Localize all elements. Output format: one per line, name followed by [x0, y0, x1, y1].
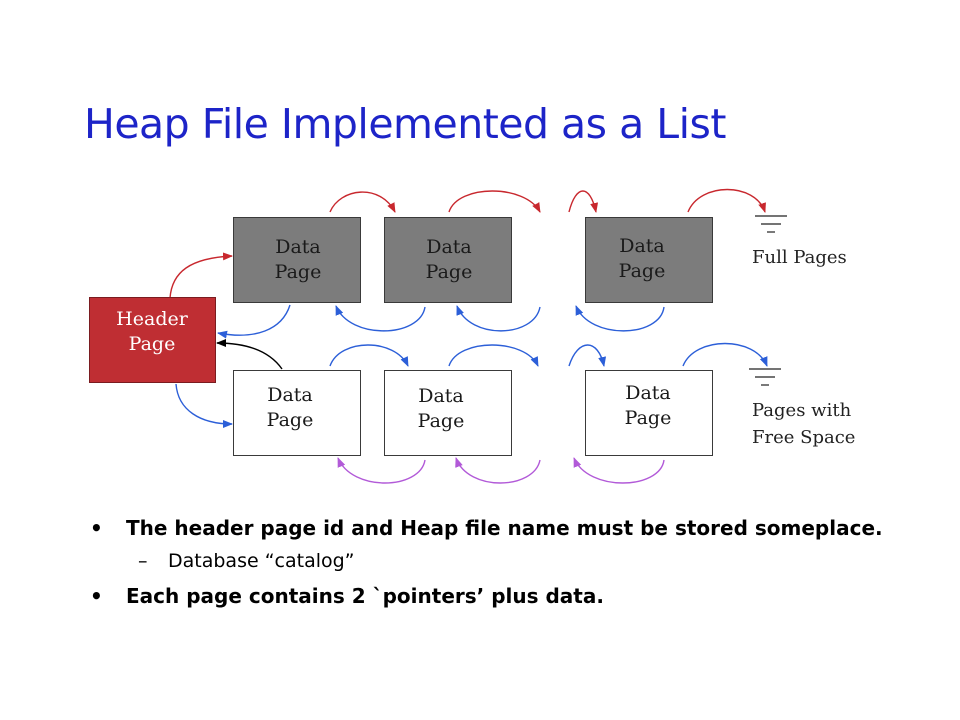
full-pages-terminator	[755, 215, 787, 233]
free-data-page: Data Page	[233, 370, 361, 456]
free-next-arrow	[682, 342, 768, 367]
header-to-free-arrow	[175, 383, 233, 428]
bullet-item: • The header page id and Heap file name …	[86, 516, 906, 541]
bullet-dot: •	[90, 516, 103, 540]
bullet-list: • The header page id and Heap file name …	[86, 516, 906, 609]
free-pages-label-line1: Pages with	[752, 400, 852, 421]
free-data-page: Data Page	[585, 370, 713, 456]
full-prev-arrow	[456, 305, 541, 332]
free-prev-arrow	[455, 457, 541, 484]
sub-bullet-dash: –	[138, 550, 148, 572]
full-prev-arrow	[575, 305, 665, 332]
bullet-text: Each page contains 2 `pointers’ plus dat…	[126, 584, 604, 608]
full-next-arrow	[329, 191, 396, 213]
data-page-label: Data Page	[624, 382, 672, 429]
header-page-box: Header Page	[89, 297, 216, 383]
full-data-page: Data Page	[233, 217, 361, 303]
free-prev-arrow	[573, 457, 665, 484]
data-page-label: Data Page	[425, 236, 473, 283]
full-data-page: Data Page	[585, 217, 713, 303]
header-page-label: Header Page	[116, 308, 188, 355]
free-next-arrow	[568, 344, 607, 367]
slide-title: Heap File Implemented as a List	[84, 100, 726, 148]
free-pages-terminator	[749, 368, 781, 386]
free-next-arrow	[448, 344, 539, 367]
full-pages-label: Full Pages	[752, 247, 847, 268]
bullet-text: The header page id and Heap file name mu…	[126, 516, 883, 540]
free-data-page: Data Page	[384, 370, 512, 456]
full-to-header-arrow	[217, 304, 291, 339]
free-prev-arrow	[337, 457, 426, 484]
data-page-label: Data Page	[618, 235, 666, 282]
bullet-item: • Each page contains 2 `pointers’ plus d…	[86, 584, 906, 609]
full-next-arrow	[448, 190, 541, 213]
full-prev-arrow	[335, 305, 426, 332]
header-to-full-arrow	[169, 252, 233, 299]
data-page-label: Data Page	[417, 385, 465, 432]
free-pages-label: Pages with Free Space	[752, 397, 855, 451]
full-data-page: Data Page	[384, 217, 512, 303]
sub-bullet-text: Database “catalog”	[168, 550, 355, 572]
free-next-arrow	[329, 344, 409, 367]
free-to-header-arrow	[216, 339, 283, 370]
sub-bullet-item: – Database “catalog”	[86, 549, 906, 574]
free-pages-label-line2: Free Space	[752, 427, 856, 448]
full-next-arrow	[568, 190, 599, 213]
data-page-label: Data Page	[266, 384, 314, 431]
full-next-arrow	[687, 188, 766, 213]
data-page-label: Data Page	[274, 236, 322, 283]
bullet-dot: •	[90, 584, 103, 608]
